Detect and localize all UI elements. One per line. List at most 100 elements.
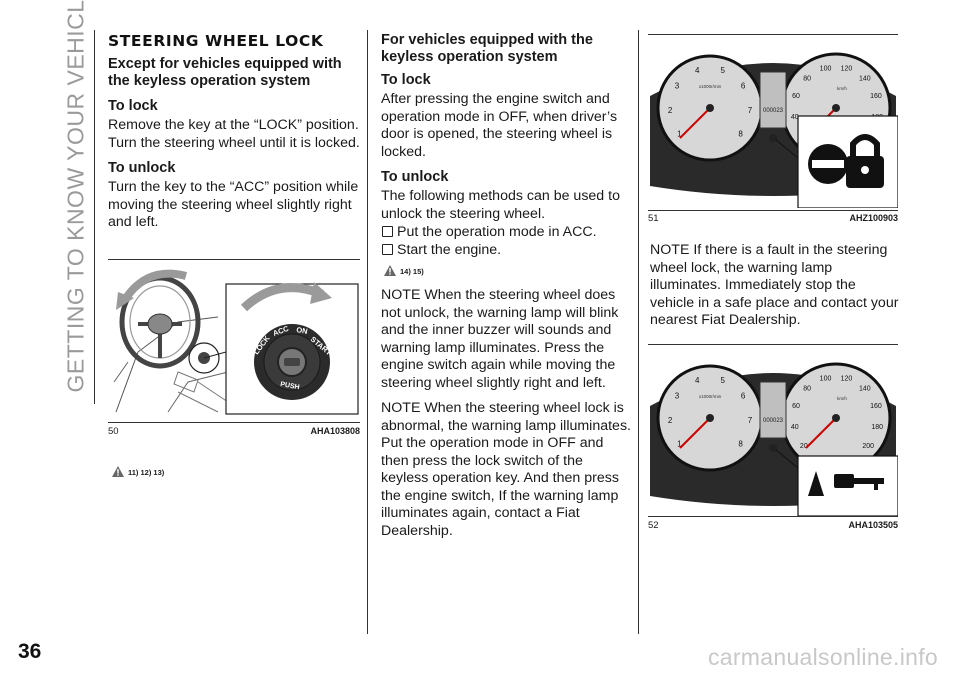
figure-51-caption: 51 AHZ100903 xyxy=(648,213,898,224)
column-2: For vehicles equipped with the keyless o… xyxy=(381,32,633,548)
figure-51-code: AHZ100903 xyxy=(849,213,898,223)
speed-tick-label: 200 xyxy=(862,443,874,450)
section-heading: STEERING WHEEL LOCK xyxy=(108,32,324,50)
speed-tick-label: 60 xyxy=(792,93,800,100)
figure-51-top-rule xyxy=(648,34,898,35)
tach-tick-label: 5 xyxy=(721,376,726,385)
section-sidebar-title: GETTING TO KNOW YOUR VEHICLE xyxy=(62,0,89,393)
speed-tick-label: 160 xyxy=(870,93,882,100)
note-lock-abnormal: NOTE When the steering wheel lock is abn… xyxy=(381,400,631,539)
subheading-without-keyless: Except for vehicles equipped with the ke… xyxy=(108,56,342,89)
column-1: STEERING WHEEL LOCK Except for vehicles … xyxy=(108,32,360,240)
speed-tick-label: 180 xyxy=(871,424,883,431)
figure-51-number: 51 xyxy=(648,213,659,224)
tach-tick-label: 4 xyxy=(695,66,700,75)
speed-tick-label: 140 xyxy=(859,385,871,392)
tach-unit-label: x1000r/min xyxy=(699,84,722,89)
checkbox-bullet-icon xyxy=(382,225,393,237)
speed-tick-label: 120 xyxy=(841,375,853,382)
multi-info-display xyxy=(759,71,787,129)
figure-50-top-rule xyxy=(108,259,360,260)
warning-lamp-indicator xyxy=(769,134,777,142)
note-lock-fault: NOTE If there is a fault in the steering… xyxy=(650,242,899,328)
keyless-to-unlock-text: The following methods can be used to unl… xyxy=(381,188,620,222)
warning-refs-11-13: 11) 12) 13) xyxy=(112,466,164,477)
tach-tick-label: 1 xyxy=(677,130,682,139)
speed-tick-label: 60 xyxy=(792,403,800,410)
odometer-readout: 000023 xyxy=(763,418,784,424)
speed-needle xyxy=(805,417,837,449)
tach-needle xyxy=(679,107,711,139)
key-icon xyxy=(834,474,854,488)
switch-label-on: ON xyxy=(296,325,309,336)
speed-unit-label: km/h xyxy=(837,86,847,91)
figure-50-number: 50 xyxy=(108,426,119,437)
speed-tick-label: 120 xyxy=(841,65,853,72)
keyless-to-lock-text: After pressing the engine switch and ope… xyxy=(381,91,618,160)
watermark: carmanualsonline.info xyxy=(707,644,938,670)
warning-triangle-icon xyxy=(384,265,396,276)
figure-51-bottom-rule xyxy=(648,210,898,211)
exclamation-icon xyxy=(808,471,824,496)
to-lock-text: Remove the key at the “LOCK” position. T… xyxy=(108,117,360,151)
figure-50-code: AHA103808 xyxy=(310,426,360,436)
speed-tick-label: 40 xyxy=(791,424,799,431)
speed-tick-label: 80 xyxy=(803,385,811,392)
figure-52-bottom-rule xyxy=(648,516,898,517)
tach-tick-label: 8 xyxy=(738,440,743,449)
subheading-keyless: For vehicles equipped with the keyless o… xyxy=(381,32,593,65)
keyless-to-lock-title: To lock xyxy=(381,72,431,88)
figure-52-number: 52 xyxy=(648,520,659,531)
warning-lamp-indicator xyxy=(769,444,777,452)
warning-refs-14-15: 14) 15) xyxy=(384,265,633,276)
list-item: Start the engine. xyxy=(381,241,633,259)
tach-unit-label: x1000r/min xyxy=(699,394,722,399)
tach-tick-label: 3 xyxy=(675,81,680,90)
tach-tick-label: 5 xyxy=(721,66,726,75)
warning-triangle-icon xyxy=(112,466,124,477)
to-unlock-text: Turn the key to the “ACC” position while… xyxy=(108,179,359,230)
column-divider-2 xyxy=(638,30,639,634)
bullet-text: Start the engine. xyxy=(397,242,502,258)
tach-hub xyxy=(706,414,714,422)
column-3-note: NOTE If there is a fault in the steering… xyxy=(650,242,900,338)
tach-tick-label: 7 xyxy=(748,106,753,115)
figure-50-caption: 50 AHA103808 xyxy=(108,426,360,437)
speed-unit-label: km/h xyxy=(837,396,847,401)
tach-hub xyxy=(706,104,714,112)
tach-tick-label: 8 xyxy=(738,130,743,139)
speed-tick-label: 160 xyxy=(870,403,882,410)
bullet-text: Put the operation mode in ACC. xyxy=(397,224,597,240)
checkbox-bullet-icon xyxy=(382,243,393,255)
tach-tick-label: 4 xyxy=(695,376,700,385)
speed-tick-label: 100 xyxy=(820,375,832,382)
speed-tick-label: 100 xyxy=(820,65,832,72)
to-lock-title: To lock xyxy=(108,98,158,114)
list-item: Put the operation mode in ACC. xyxy=(381,223,633,241)
speed-tick-label: 20 xyxy=(800,443,808,450)
speed-tick-label: 80 xyxy=(803,75,811,82)
tach-tick-label: 1 xyxy=(677,440,682,449)
refs-text: 14) 15) xyxy=(400,267,424,276)
column-divider-1 xyxy=(367,30,368,634)
figure-51-cluster-lock-lamp: 12345678x1000r/min2040608010012014016018… xyxy=(648,36,899,209)
odometer-readout: 000023 xyxy=(763,108,784,114)
tach-tick-label: 2 xyxy=(668,106,673,115)
tach-tick-label: 6 xyxy=(741,81,746,90)
sidebar-rule xyxy=(94,30,95,404)
tach-needle xyxy=(679,417,711,449)
tach-tick-label: 2 xyxy=(668,416,673,425)
speed-tick-label: 140 xyxy=(859,75,871,82)
figure-50-steering-switch: LOCK ACC ON START PUSH xyxy=(108,262,360,420)
keyless-to-unlock-title: To unlock xyxy=(381,169,449,185)
refs-text: 11) 12) 13) xyxy=(128,468,165,477)
switch-label-push: PUSH xyxy=(280,381,300,391)
multi-info-display xyxy=(759,381,787,439)
figure-52-caption: 52 AHA103505 xyxy=(648,520,898,531)
figure-50-bottom-rule xyxy=(108,422,360,423)
note-unlock-blink: NOTE When the steering wheel does not un… xyxy=(381,287,619,391)
tach-tick-label: 3 xyxy=(675,391,680,400)
figure-52-code: AHA103505 xyxy=(848,520,898,530)
speed-tick-label: 40 xyxy=(791,114,799,121)
